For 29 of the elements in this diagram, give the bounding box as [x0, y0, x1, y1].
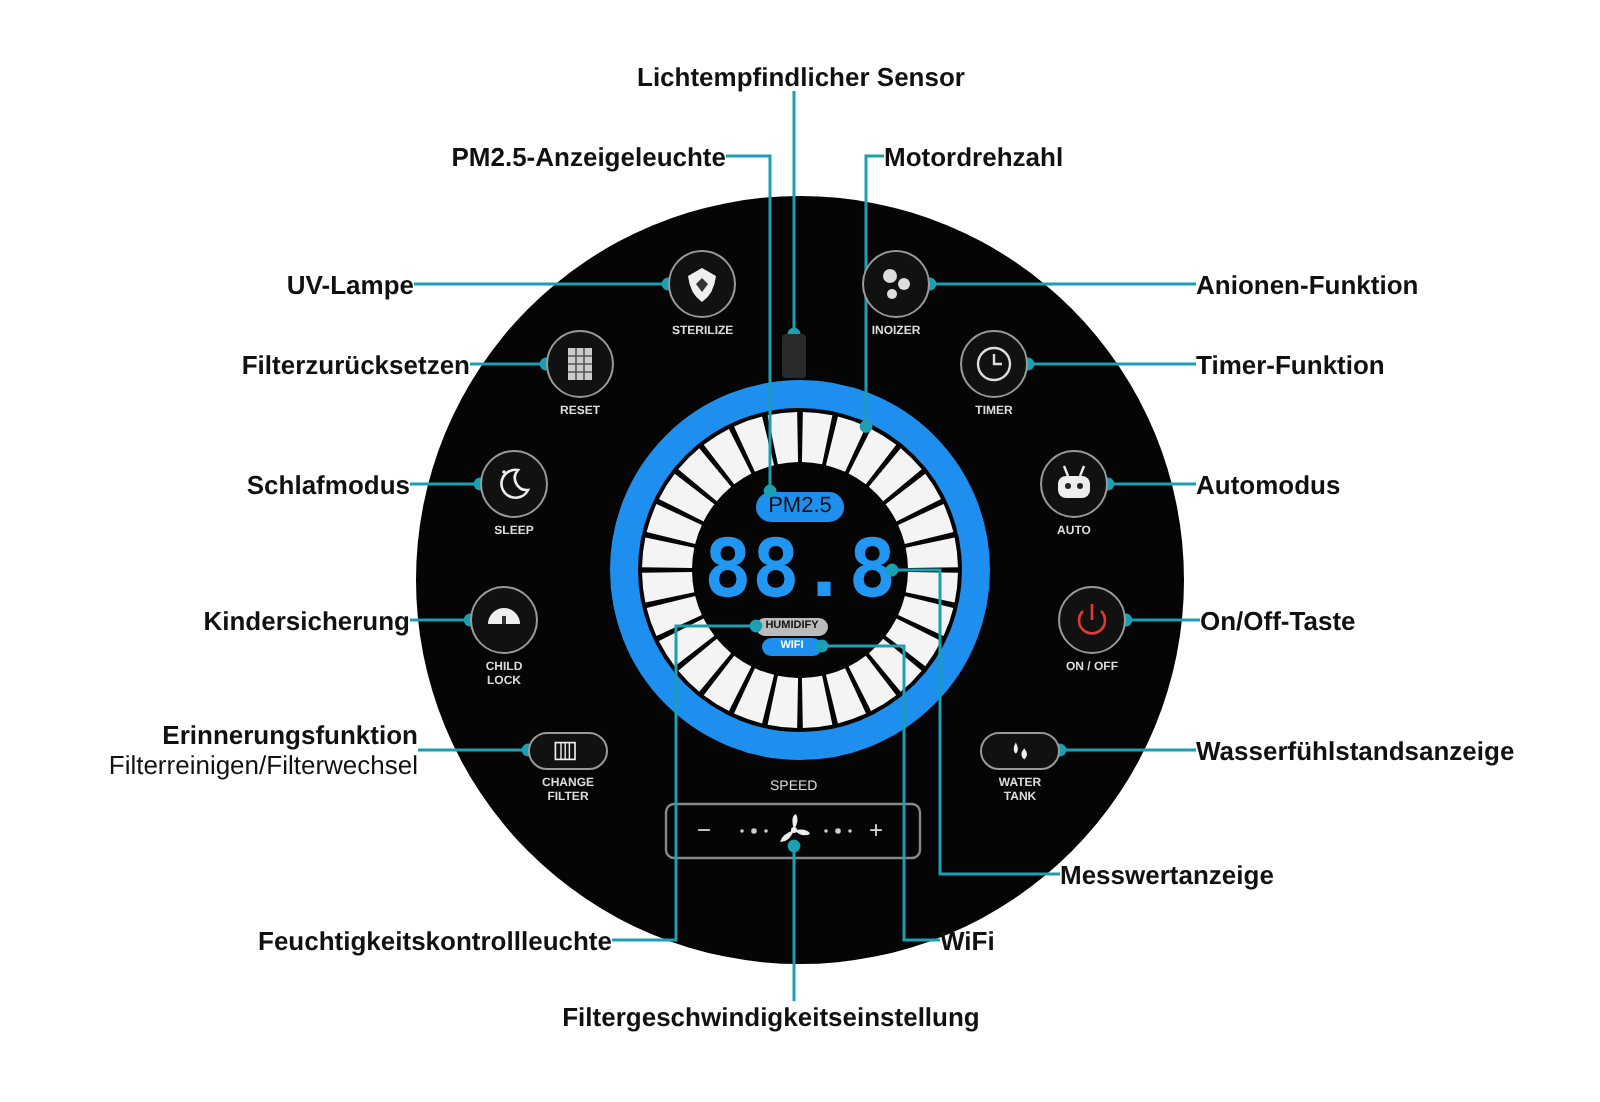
leader-line: [787, 839, 801, 1001]
callout-label: Kindersicherung: [202, 605, 410, 635]
callout-label: Schlafmodus: [244, 469, 410, 499]
leader-line: [815, 639, 940, 942]
leader-line: [726, 154, 777, 498]
fan-icon: [778, 814, 810, 846]
callout-label: Erinnerungsfunktion: [160, 720, 418, 750]
callout-label: Feuchtigkeitskontrollleuchte: [256, 925, 612, 955]
digital-display: 88.8: [708, 528, 892, 612]
callout-label: Lichtempfindlicher Sensor: [636, 61, 966, 91]
leader-line: [612, 619, 763, 942]
callout-label: Wasserfühlstandsanzeige: [1196, 735, 1516, 765]
callout-label: WiFi: [940, 925, 996, 955]
leader-line: [859, 154, 884, 433]
callout-note: Filterreinigen/Filterwechsel: [106, 750, 418, 780]
callout-label: Filterzurücksetzen: [240, 349, 470, 379]
callout-label: PM2.5-Anzeigeleuchte: [450, 141, 726, 171]
callout-label: Timer-Funktion: [1196, 349, 1386, 379]
minus-sign: −: [697, 818, 712, 842]
callout-label: Automodus: [1196, 469, 1342, 499]
callout-label: UV-Lampe: [284, 269, 414, 299]
plus-sign: +: [869, 818, 884, 842]
callout-label: On/Off-Taste: [1200, 605, 1358, 635]
light-sensor-window: [782, 334, 806, 378]
callout-label: Filtergeschwindigkeitseinstellung: [561, 1001, 981, 1031]
callout-label: Motordrehzahl: [884, 141, 1066, 171]
callout-label: Messwertanzeige: [1060, 859, 1276, 889]
callout-label: Anionen-Funktion: [1196, 269, 1420, 299]
indicator-badge: PM2.5: [756, 491, 844, 521]
